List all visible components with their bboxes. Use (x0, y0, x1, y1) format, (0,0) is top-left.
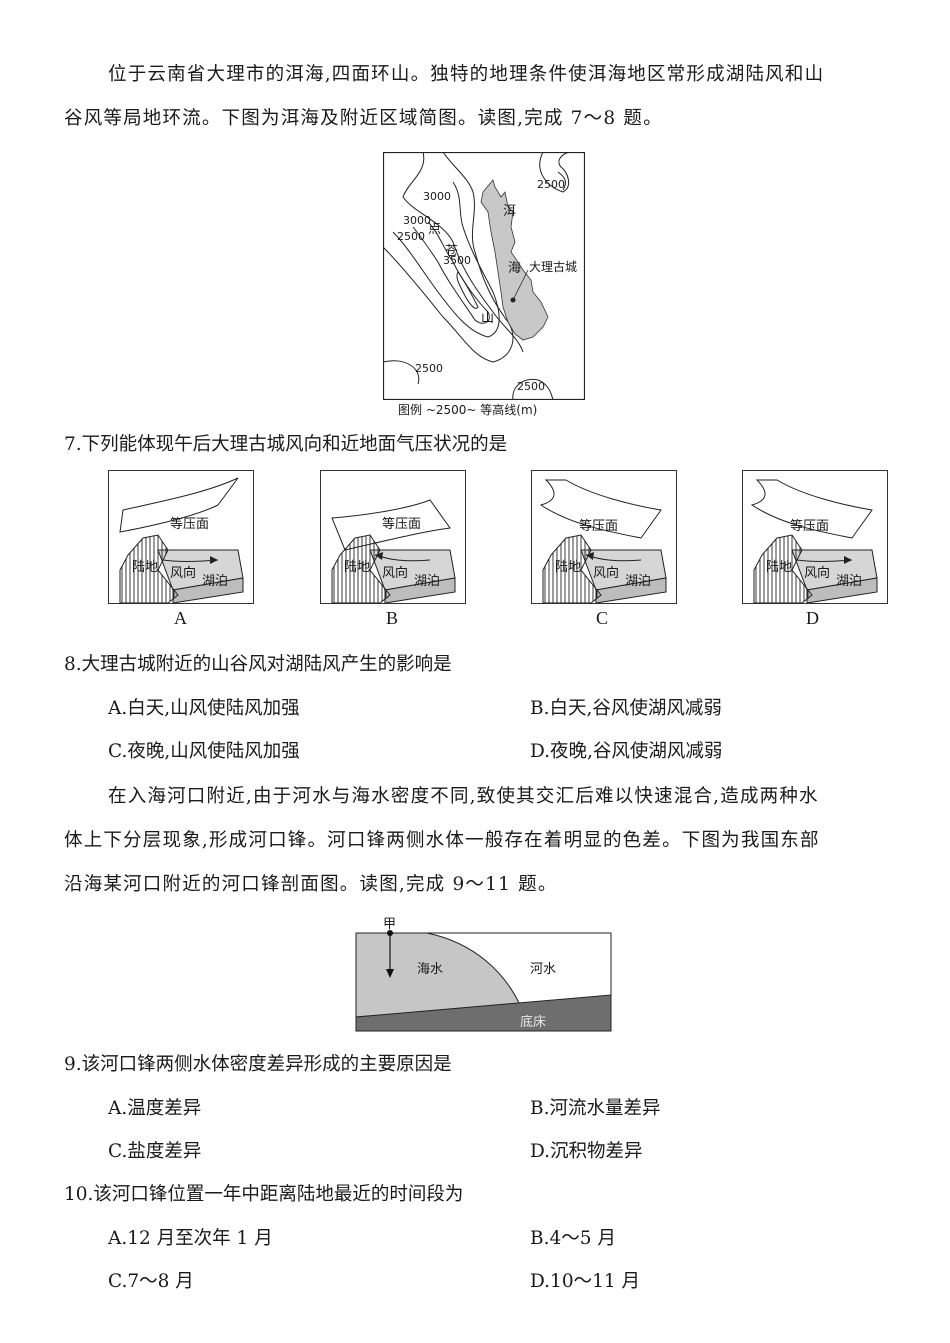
intro2-line-3: 沿海某河口附近的河口锋剖面图。读图,完成 9～11 题。 (64, 874, 558, 895)
option-c-letter[interactable]: C (596, 608, 609, 628)
isobar-label: 等压面 (382, 517, 422, 532)
diagram-option-b[interactable]: 等压面 陆地 风向 湖泊 (320, 470, 466, 604)
river-water-label: 河水 (530, 962, 557, 977)
option-d-letter[interactable]: D (806, 608, 819, 628)
estuary-front-profile-figure: 甲 海水 河水 底床 (355, 913, 613, 1033)
contour-label-2500-c: 2500 (415, 362, 443, 375)
intro2-line-1: 在入海河口附近,由于河水与海水密度不同,致使其交汇后难以快速混合,造成两种水 (108, 786, 819, 807)
diagram-option-d[interactable]: 等压面 陆地 风向 湖泊 (742, 470, 888, 604)
contour-label-2500-b: 2500 (537, 178, 565, 191)
land-label: 陆地 (132, 560, 159, 575)
intro2-line-2: 体上下分层现象,形成河口锋。河口锋两侧水体一般存在着明显的色差。下图为我国东部 (64, 830, 820, 851)
question-10-option-a[interactable]: A.12 月至次年 1 月 (108, 1228, 273, 1249)
land-label: 陆地 (555, 560, 582, 575)
land-label: 陆地 (344, 560, 371, 575)
question-8-option-c[interactable]: C.夜晚,山风使陆风加强 (108, 741, 300, 762)
lake-label: 湖泊 (202, 574, 229, 589)
question-8-option-b[interactable]: B.白天,谷风使湖风减弱 (530, 698, 722, 719)
option-b-letter[interactable]: B (386, 608, 399, 628)
lake-label: 湖泊 (414, 574, 441, 589)
map-label-hai: 海 (508, 261, 522, 276)
map-label-dali-old-town: 大理古城 (529, 260, 578, 274)
option-a-letter[interactable]: A (174, 608, 187, 628)
question-8-option-a[interactable]: A.白天,山风使陆风加强 (108, 698, 300, 719)
land-label: 陆地 (766, 560, 793, 575)
map-label-dian: 点 (428, 222, 442, 237)
isobar-label: 等压面 (790, 519, 830, 534)
question-10-option-c[interactable]: C.7～8 月 (108, 1271, 194, 1292)
contour-label-3500: 3500 (443, 254, 471, 267)
erhai-map-figure: 3000 3000 2500 3500 2500 2500 2500 点 苍 山… (382, 151, 586, 401)
isobar-label: 等压面 (170, 517, 210, 532)
question-8-option-d[interactable]: D.夜晚,谷风使湖风减弱 (530, 741, 723, 762)
question-9-stem: 9.该河口锋两侧水体密度差异形成的主要原因是 (64, 1054, 452, 1075)
contour-label-2500-d: 2500 (517, 380, 545, 393)
contour-label-3000-b: 3000 (403, 214, 431, 227)
sea-water-label: 海水 (417, 962, 444, 977)
question-8-stem: 8.大理古城附近的山谷风对湖陆风产生的影响是 (64, 654, 452, 675)
map-label-er: 洱 (503, 204, 517, 219)
point-jia-label: 甲 (383, 917, 397, 932)
wind-label: 风向 (593, 566, 620, 581)
lake-label: 湖泊 (836, 574, 863, 589)
wind-label: 风向 (382, 566, 409, 581)
question-7-stem: 7.下列能体现午后大理古城风向和近地面气压状况的是 (64, 434, 508, 455)
wind-label: 风向 (804, 566, 831, 581)
intro-paragraph-line-1: 位于云南省大理市的洱海,四面环山。独特的地理条件使洱海地区常形成湖陆风和山 (108, 64, 825, 85)
wind-label: 风向 (170, 566, 197, 581)
map-label-shan: 山 (481, 311, 495, 326)
isobar-label: 等压面 (579, 519, 619, 534)
question-9-option-a[interactable]: A.温度差异 (108, 1098, 202, 1119)
question-10-option-d[interactable]: D.10～11 月 (530, 1271, 641, 1292)
question-9-option-c[interactable]: C.盐度差异 (108, 1141, 202, 1162)
question-10-option-b[interactable]: B.4～5 月 (530, 1228, 616, 1249)
intro-paragraph-line-2: 谷风等局地环流。下图为洱海及附近区域简图。读图,完成 7～8 题。 (64, 108, 663, 129)
map-label-cang: 苍 (445, 244, 459, 259)
diagram-option-a[interactable]: 等压面 陆地 风向 湖泊 (108, 470, 254, 604)
lake-label: 湖泊 (625, 574, 652, 589)
map-legend: 图例 ~2500~ 等高线(m) (398, 403, 538, 417)
question-10-stem: 10.该河口锋位置一年中距离陆地最近的时间段为 (64, 1184, 464, 1205)
question-9-option-d[interactable]: D.沉积物差异 (530, 1141, 643, 1162)
diagram-option-c[interactable]: 等压面 陆地 风向 湖泊 (531, 470, 677, 604)
contour-label-2500-a: 2500 (397, 230, 425, 243)
question-9-option-b[interactable]: B.河流水量差异 (530, 1098, 661, 1119)
contour-label-3000-a: 3000 (423, 190, 451, 203)
river-bed-label: 底床 (520, 1015, 547, 1030)
